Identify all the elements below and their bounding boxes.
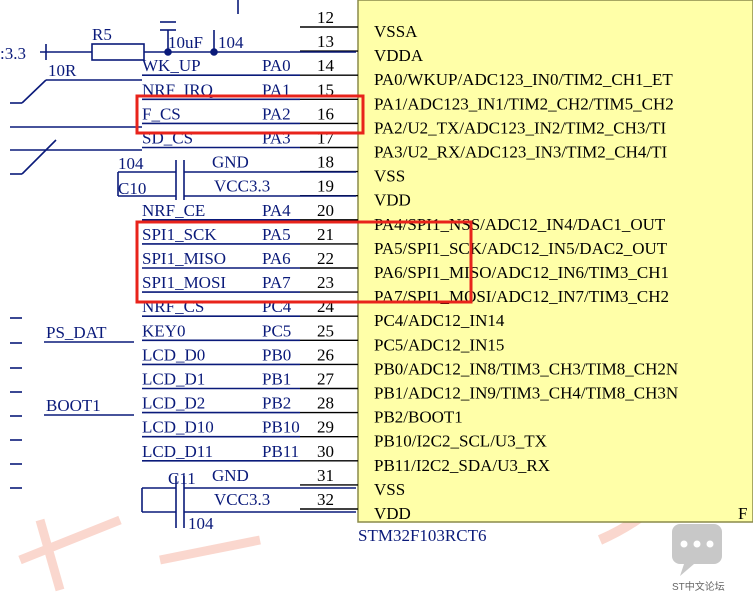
c11-value-label: 104 (188, 514, 214, 533)
net-signal-label: LCD_D11 (142, 442, 213, 461)
pin-number: 20 (317, 201, 334, 220)
chip-edge-letter: F (738, 504, 747, 523)
pin-number: 12 (317, 8, 334, 27)
net-signal-label: WK_UP (142, 56, 201, 75)
pin-name: VDDA (374, 46, 424, 65)
net-port-label: PA3 (262, 129, 291, 148)
net-signal-label: SPI1_MOSI (142, 273, 226, 292)
highlight-f-cs (135, 94, 365, 135)
pin-name: PA1/ADC123_IN1/TIM2_CH2/TIM5_CH2 (374, 94, 674, 113)
c10-ref-label: C10 (118, 179, 146, 198)
c11-ref-label: C11 (168, 469, 196, 488)
pin-name: PA6/SPI1_MISO/ADC12_IN6/TIM3_CH1 (374, 263, 669, 282)
highlight-boxes (135, 94, 473, 304)
pin-name: VSS (374, 167, 405, 186)
net-port-label: PA6 (262, 249, 291, 268)
pin-number: 29 (317, 418, 334, 437)
pin-number: 31 (317, 466, 334, 485)
pin-name: PA3/U2_RX/ADC123_IN3/TIM2_CH4/TI (374, 143, 667, 162)
pin-number: 32 (317, 490, 334, 509)
net-signal-label: LCD_D0 (142, 345, 205, 364)
net-signal-label: SD_CS (142, 129, 193, 148)
pin-name: VDD (374, 191, 411, 210)
net-port-label: PA4 (262, 201, 291, 220)
net-port-label: PB0 (262, 345, 291, 364)
watermark-text: ST中文论坛 (672, 580, 725, 593)
pin-name: PA0/WKUP/ADC123_IN0/TIM2_CH1_ET (374, 70, 673, 89)
pin-name: PB11/I2C2_SDA/U3_RX (374, 456, 550, 475)
net-port-label: PC5 (262, 321, 291, 340)
chat-bubble-icon (672, 524, 722, 576)
pin-name: PA5/SPI1_SCK/ADC12_IN5/DAC2_OUT (374, 239, 668, 258)
net-signal-label: LCD_D10 (142, 418, 214, 437)
pin-name: PB2/BOOT1 (374, 408, 463, 427)
pin-number: 27 (317, 370, 335, 389)
pin-name: VDD (374, 504, 411, 523)
highlight-spi1-pins (135, 220, 473, 304)
chip-body (357, 0, 753, 523)
net-signal-label: NRF_CS (142, 297, 204, 316)
pin-name: PB0/ADC12_IN8/TIM3_CH3/TIM8_CH2N (374, 359, 678, 378)
supply-label: :3.3 (0, 44, 26, 63)
pin-number: 13 (317, 32, 334, 51)
pin-number: 16 (317, 104, 334, 123)
net-signal-label: GND (212, 466, 249, 485)
component-labels: :3.3 R5 10R 10uF 104 104 C10 C11 104 PS_… (0, 25, 747, 545)
pin-number: 17 (317, 129, 335, 148)
pin-name: PC4/ADC12_IN14 (374, 311, 505, 330)
pin-name: PC5/ADC12_IN15 (374, 335, 504, 354)
pin-name: PA4/SPI1_NSS/ADC12_IN4/DAC1_OUT (374, 215, 666, 234)
net-port-label: PB2 (262, 394, 291, 413)
net-port-label: PA5 (262, 225, 291, 244)
pin-number: 18 (317, 153, 334, 172)
net-signal-label: VCC3.3 (214, 177, 270, 196)
net-signal-label: LCD_D1 (142, 370, 205, 389)
c10-value-label: 104 (118, 154, 144, 173)
pin-number: 19 (317, 177, 334, 196)
r5-value-label: 10R (48, 61, 77, 80)
ps-dat-label: PS_DAT (46, 323, 107, 342)
pin-name: PA2/U2_TX/ADC123_IN2/TIM2_CH3/TI (374, 118, 666, 137)
net-signal-label: GND (212, 153, 249, 172)
pin-number: 28 (317, 394, 334, 413)
pin-name: VSS (374, 480, 405, 499)
pin-name: VSSA (374, 22, 418, 41)
pin-number: 25 (317, 321, 334, 340)
net-port-label: PB1 (262, 370, 291, 389)
net-signal-label: LCD_D2 (142, 394, 205, 413)
pin-number: 30 (317, 442, 334, 461)
pin-name: PB10/I2C2_SCL/U3_TX (374, 432, 547, 451)
left-wiring (10, 0, 356, 528)
pin-number: 23 (317, 273, 334, 292)
r5-resistor (91, 43, 145, 61)
pin-name: PB1/ADC12_IN9/TIM3_CH4/TIM8_CH3N (374, 384, 678, 403)
pin-number: 21 (317, 225, 334, 244)
pin-number: 26 (317, 345, 334, 364)
net-port-label: PB10 (262, 418, 300, 437)
cap-top-value2: 104 (218, 33, 244, 52)
r5-ref-label: R5 (92, 25, 112, 44)
net-signal-label: SPI1_SCK (142, 225, 217, 244)
net-port-label: PA7 (262, 273, 291, 292)
net-signal-label: NRF_CE (142, 201, 205, 220)
pin-number: 22 (317, 249, 334, 268)
net-signal-label: F_CS (142, 104, 181, 123)
pin-number: 24 (317, 297, 335, 316)
net-port-label: PC4 (262, 297, 292, 316)
net-signal-label: VCC3.3 (214, 490, 270, 509)
net-port-label: PA0 (262, 56, 291, 75)
pin-number: 14 (317, 56, 335, 75)
cap-top-value: 10uF (168, 33, 203, 52)
net-port-label: PB11 (262, 442, 299, 461)
net-port-label: PA2 (262, 104, 291, 123)
net-signal-label: KEY0 (142, 321, 185, 340)
net-signal-label: SPI1_MISO (142, 249, 226, 268)
chip-part-number: STM32F103RCT6 (358, 526, 486, 545)
boot1-label: BOOT1 (46, 396, 101, 415)
